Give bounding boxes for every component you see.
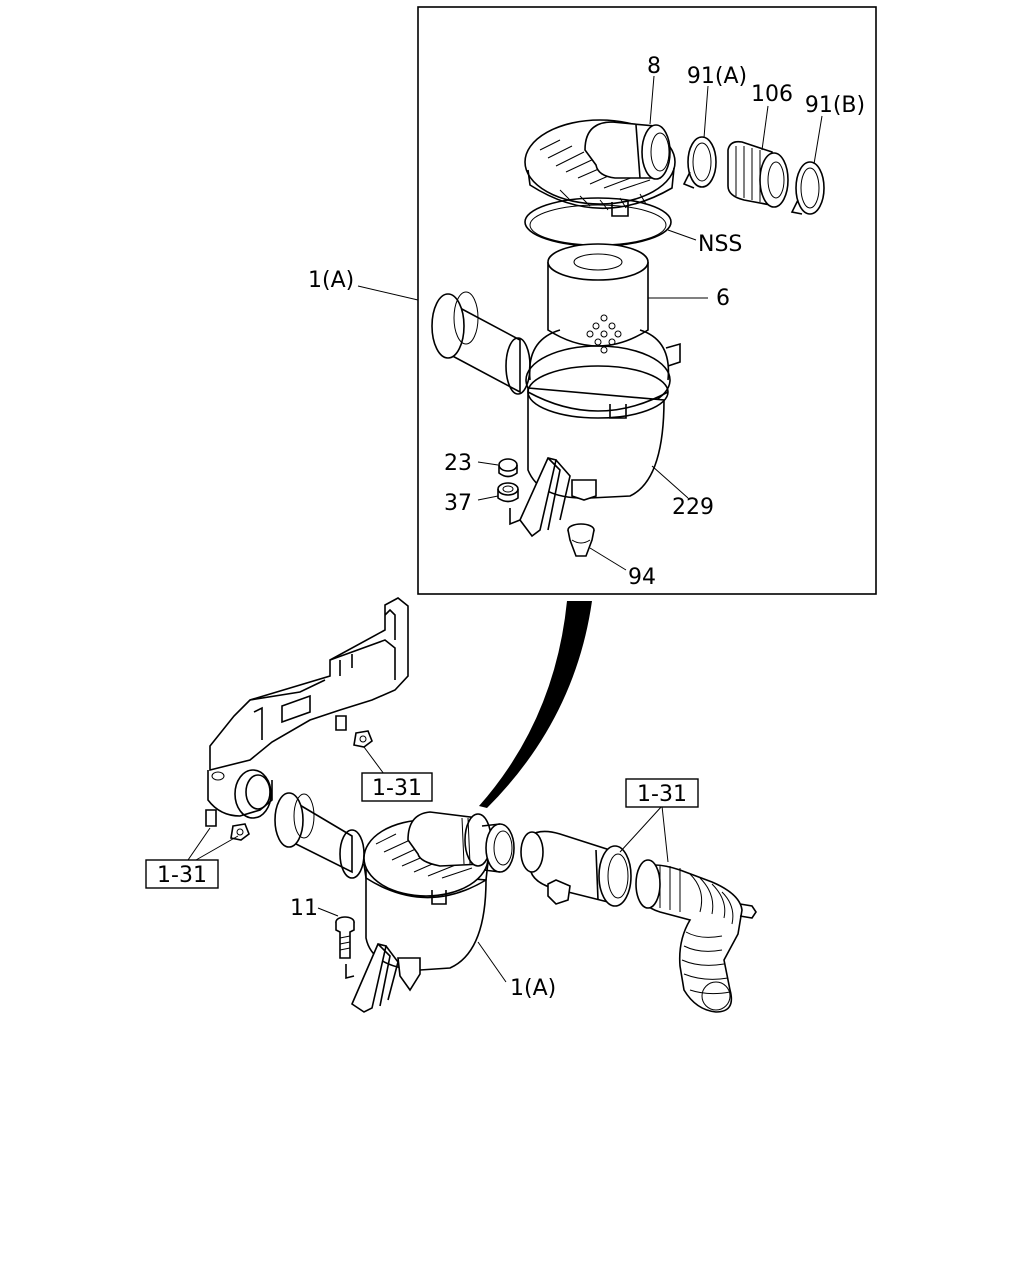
bolt-11 [335,916,355,959]
bracket-fasteners [205,715,373,841]
intake-duct [520,830,632,907]
reference-label-top: 1-31 [372,776,422,801]
filter-element-6 [547,243,649,354]
reference-label-left: 1-31 [157,863,207,888]
inset-leaders [357,75,823,571]
air-cleaner-body-229 [431,291,681,538]
callout-91a: 91(A) [687,64,747,89]
reference-box-top: 1-31 [361,772,433,802]
callout-1a-main: 1(A) [510,976,556,1001]
reference-label-right: 1-31 [637,782,687,807]
bellows-hose-106 [727,140,789,208]
callout-6: 6 [716,286,730,311]
callout-nss: NSS [698,232,742,257]
callout-94: 94 [628,565,656,590]
reference-box-right: 1-31 [625,778,699,808]
rubber-mount-37 [497,482,519,503]
callout-106: 106 [751,82,793,107]
reference-box-left: 1-31 [145,859,219,889]
mounting-bracket [207,597,409,819]
callout-23: 23 [444,451,472,476]
main-leaders [187,746,669,983]
callout-1a-inset: 1(A) [308,268,354,293]
callout-labels: 8 91(A) 106 91(B) NSS 1(A) 6 23 37 229 9… [290,54,865,1001]
callout-229: 229 [672,495,714,520]
intake-hose [635,859,757,1013]
drain-valve-94 [567,523,595,557]
callout-8: 8 [647,54,661,79]
air-cleaner-assembly-1a [274,792,515,1013]
hose-clamp-91a [682,136,717,189]
callout-37: 37 [444,491,472,516]
callout-11: 11 [290,896,318,921]
callout-91b: 91(B) [805,93,865,118]
detail-pointer [479,601,592,808]
hose-clamp-91b [790,161,825,215]
rubber-mount-23 [498,458,518,478]
